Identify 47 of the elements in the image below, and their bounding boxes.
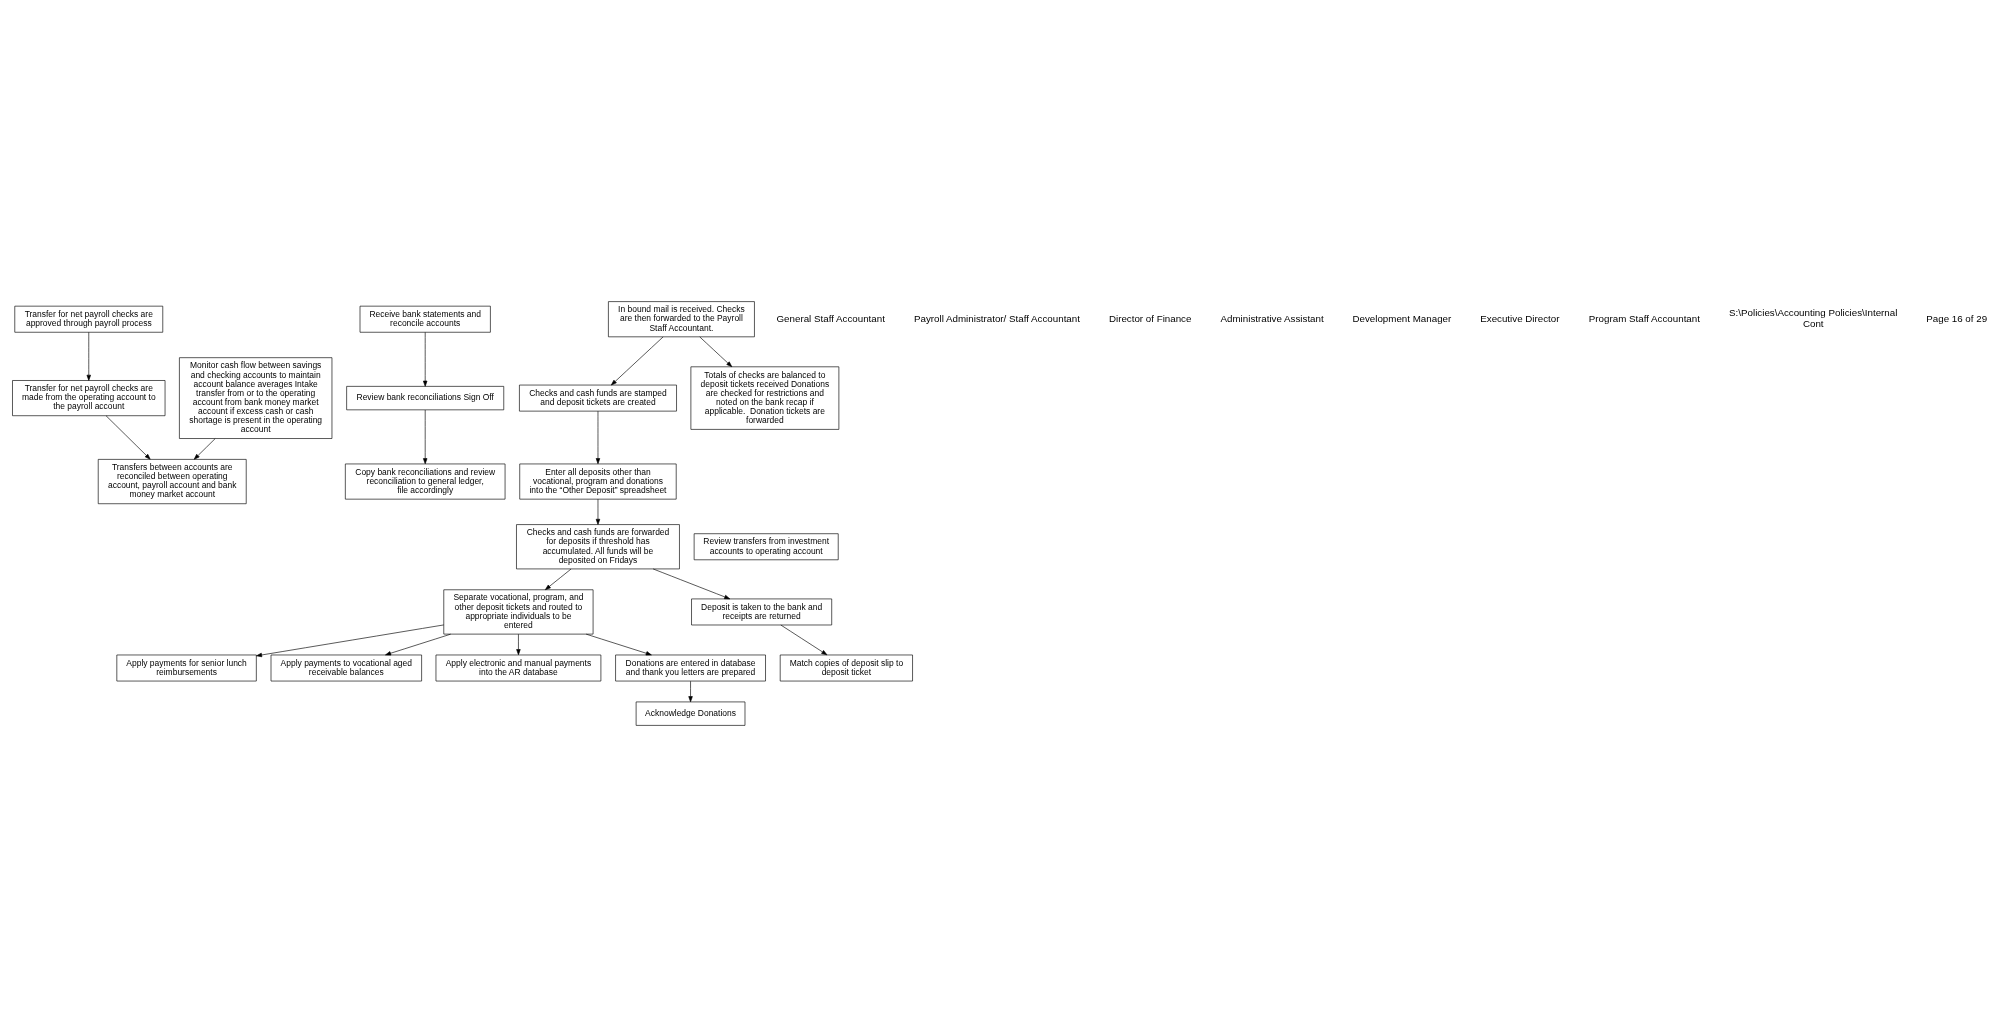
- arrow: [423, 331, 428, 387]
- node-box: In bound mail is received. Checks are then forwarded to the Payroll Staff Accountant.: [608, 300, 755, 337]
- arrow: [688, 680, 693, 702]
- node-box: Receive bank statements and reconcile accounts: [359, 305, 491, 333]
- arrow: [595, 410, 601, 464]
- arrow: [256, 624, 445, 657]
- arrow: [611, 336, 664, 385]
- node-box: Separate vocational, program, and other deposit tickets and routed to appropriate individuals to be entered: [443, 588, 594, 634]
- node-box: Checks and cash funds are stamped and deposit tickets are created: [519, 384, 677, 411]
- node-box: Monitor cash flow between savings and checking accounts to maintain account balance averages Intake transfer from or to the operating account from bank money market account if excess cash or cash shortage is present in the operating account: [179, 356, 333, 439]
- node-box: Enter all deposits other than vocational, program and donations into the “Other Deposit” spreadsheet: [519, 463, 677, 499]
- arrow: [545, 568, 572, 590]
- label: General Staff Accountant: [776, 311, 885, 323]
- label: Administrative Assistant: [1220, 311, 1324, 323]
- node-box: Review bank reconciliations Sign Off: [346, 385, 505, 410]
- node-box: Donations are entered in database and thank you letters are prepared: [615, 654, 766, 681]
- arrow: [385, 633, 451, 655]
- node-box: Transfer for net payroll checks are made from the operating account to the payroll account: [12, 379, 166, 416]
- node-box: Totals of checks are balanced to deposit tickets received Donations are checked for restrictions and noted on the bank recap if applicable. Donation tickets are forwarded: [690, 366, 840, 430]
- node-box: Apply payments for senior lunch reimbursements: [116, 654, 257, 681]
- node-box: Transfer for net payroll checks are approved through payroll process: [14, 305, 164, 333]
- label: S:\Policies\Accounting Policies\Internal Cont: [1729, 306, 1898, 329]
- arrow: [516, 633, 521, 655]
- node-box: Copy bank reconciliations and review reconciliation to general ledger, file accordingly: [345, 463, 506, 499]
- arrow: [105, 414, 151, 460]
- arrow: [193, 437, 216, 460]
- node-box: Review transfers from investment accounts to operating account: [693, 532, 839, 560]
- node-box: Transfers between accounts are reconciled between operating account, payroll account and bank money market account: [97, 458, 247, 504]
- arrow: [595, 498, 601, 525]
- label: Payroll Administrator/ Staff Accountant: [914, 311, 1080, 323]
- node-box: Apply payments to vocational aged receivable balances: [270, 654, 422, 681]
- arrow: [652, 568, 731, 599]
- label: Development Manager: [1352, 311, 1452, 323]
- node-box: Match copies of deposit slip to deposit ticket: [779, 654, 913, 681]
- node-box: Deposit is taken to the bank and receipts are returned: [691, 598, 833, 625]
- node-box: Acknowledge Donations: [635, 701, 746, 726]
- label: Program Staff Accountant: [1588, 311, 1700, 323]
- label: Page 16 of 29: [1926, 311, 1988, 323]
- arrow: [699, 336, 733, 367]
- label: Executive Director: [1480, 311, 1560, 323]
- arrow: [423, 409, 428, 464]
- arrow: [86, 331, 91, 381]
- node-box: Apply electronic and manual payments into the AR database: [435, 654, 602, 681]
- arrow: [585, 633, 652, 655]
- arrow: [780, 624, 828, 655]
- label: Director of Finance: [1108, 311, 1192, 323]
- node-box: Checks and cash funds are forwarded for deposits if threshold has accumulated. All funds will be deposited on Fridays: [516, 523, 680, 569]
